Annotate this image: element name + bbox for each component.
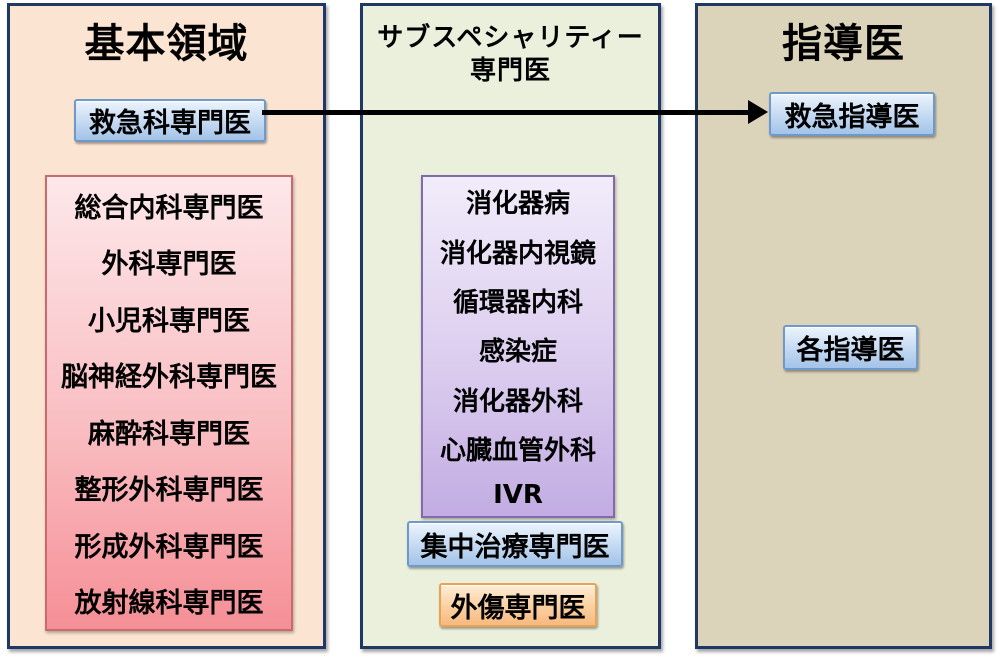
specialist-item: 小児科専門医 [88, 305, 250, 337]
emergency-mentor-badge: 救急指導医 [769, 92, 935, 136]
subspecialty-item: 消化器内視鏡 [439, 238, 596, 269]
subspecialty-title-line2: 専門医 [469, 55, 551, 86]
arrow-head-icon [748, 100, 768, 124]
basic-specialists-box: 総合内科専門医 外科専門医 小児科専門医 脳神経外科専門医 麻酔科専門医 整形外… [45, 175, 293, 631]
specialist-item: 総合内科専門医 [74, 192, 264, 224]
intensive-care-label: 集中治療専門医 [420, 531, 610, 563]
specialist-item: 形成外科専門医 [74, 531, 264, 563]
subspecialty-column: サブスペシャリティー 専門医 消化器病 消化器内視鏡 循環器内科 感染症 消化器… [360, 3, 661, 649]
specialist-item: 整形外科専門医 [74, 475, 264, 507]
subspecialty-item: 心臓血管外科 [439, 436, 596, 467]
emergency-mentor-label: 救急指導医 [784, 101, 920, 133]
subspecialty-title-line1: サブスペシャリティー [377, 23, 644, 53]
mentor-title: 指導医 [782, 21, 905, 67]
each-mentor-label: 各指導医 [796, 335, 905, 366]
basic-areas-column: 基本領域 救急科専門医 総合内科専門医 外科専門医 小児科専門医 脳神経外科専門… [7, 3, 326, 649]
subspecialties-box: 消化器病 消化器内視鏡 循環器内科 感染症 消化器外科 心臓血管外科 IVR [421, 175, 615, 518]
subspecialty-item: 感染症 [478, 337, 557, 368]
arrow-line [262, 110, 752, 115]
subspecialty-item: 消化器病 [465, 189, 570, 220]
intensive-care-badge: 集中治療専門医 [407, 521, 623, 567]
subspecialty-title: サブスペシャリティー 専門医 [363, 22, 658, 87]
mentor-column: 指導医 救急指導医 各指導医 [695, 3, 992, 649]
subspecialty-item: IVR [493, 479, 543, 510]
trauma-badge: 外傷専門医 [439, 583, 597, 627]
emergency-specialist-label: 救急科専門医 [89, 108, 251, 139]
specialist-item: 脳神経外科専門医 [61, 362, 277, 394]
trauma-label: 外傷専門医 [450, 592, 586, 624]
specialist-item: 外科専門医 [101, 249, 237, 281]
basic-areas-title: 基本領域 [84, 21, 249, 67]
subspecialty-item: 消化器外科 [452, 386, 583, 417]
emergency-specialist-badge: 救急科専門医 [74, 99, 266, 142]
subspecialty-item: 循環器内科 [452, 288, 583, 319]
each-mentor-badge: 各指導医 [783, 325, 918, 370]
specialist-item: 麻酔科専門医 [88, 418, 250, 450]
specialist-item: 放射線科専門医 [74, 588, 264, 620]
